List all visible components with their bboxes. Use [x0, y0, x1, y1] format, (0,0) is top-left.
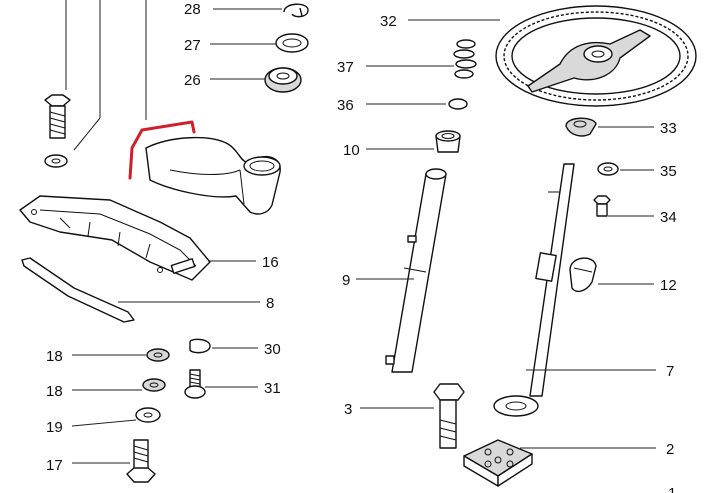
part-26-bearing: 26	[184, 67, 302, 93]
part-33-cap: 33	[565, 117, 677, 137]
part-18-washer-a: 18	[46, 348, 170, 365]
callout-3: 3	[344, 401, 352, 418]
part-27-ring: 27	[184, 33, 309, 54]
callout-36: 36	[337, 97, 354, 114]
callout-8: 8	[266, 295, 274, 312]
callout-16: 16	[262, 254, 279, 271]
callout-19: 19	[46, 419, 63, 436]
callout-10: 10	[343, 142, 360, 159]
callout-9: 9	[342, 272, 350, 289]
part-3-bolt: 3	[344, 383, 465, 449]
part-34-screw: 34	[593, 195, 677, 226]
part-19-washer: 19	[46, 407, 161, 436]
callout-7: 7	[666, 363, 674, 380]
guide-lines	[65, 0, 147, 151]
part-12-clamp: 12	[569, 257, 677, 294]
callout-35: 35	[660, 163, 677, 180]
part-10-bushing: 10	[343, 130, 461, 159]
highlighted-cover-outline	[128, 120, 196, 180]
callout-26: 26	[184, 72, 201, 89]
callout-18-b: 18	[46, 383, 63, 400]
callout-28: 28	[184, 1, 201, 18]
callout-12: 12	[660, 277, 677, 294]
callout-27: 27	[184, 37, 201, 54]
column-cover-housing	[128, 120, 281, 215]
callout-30: 30	[264, 341, 281, 358]
callout-17: 17	[46, 457, 63, 474]
part-7-steering-shaft: 7	[493, 163, 674, 417]
washer-top-left	[44, 154, 68, 168]
part-35-washer: 35	[597, 162, 677, 180]
part-9-column-tube: 9	[342, 168, 447, 373]
callout-32: 32	[380, 13, 397, 30]
callout-34: 34	[660, 209, 677, 226]
part-17-bolt: 17	[46, 439, 156, 483]
part-16-mounting-plate: 16	[19, 195, 279, 281]
part-8-strip: 8	[21, 257, 274, 323]
callout-37: 37	[337, 59, 354, 76]
callout-31: 31	[264, 380, 281, 397]
callout-2: 2	[666, 441, 674, 458]
callout-18-a: 18	[46, 348, 63, 365]
callout-1: 1	[668, 485, 676, 493]
part-32-steering-wheel: 32	[380, 5, 697, 107]
part-28-circlip: 28	[184, 1, 309, 18]
part-31-screw: 31	[184, 369, 281, 399]
part-2-base-plate: 2	[463, 439, 674, 487]
callout-33: 33	[660, 120, 677, 137]
part-18-washer-b: 18	[46, 378, 166, 400]
part-30-clip: 30	[189, 338, 281, 358]
part-37-spring: 37	[337, 39, 477, 79]
part-36-ring: 36	[337, 97, 468, 114]
bolt-top-left	[44, 94, 71, 139]
